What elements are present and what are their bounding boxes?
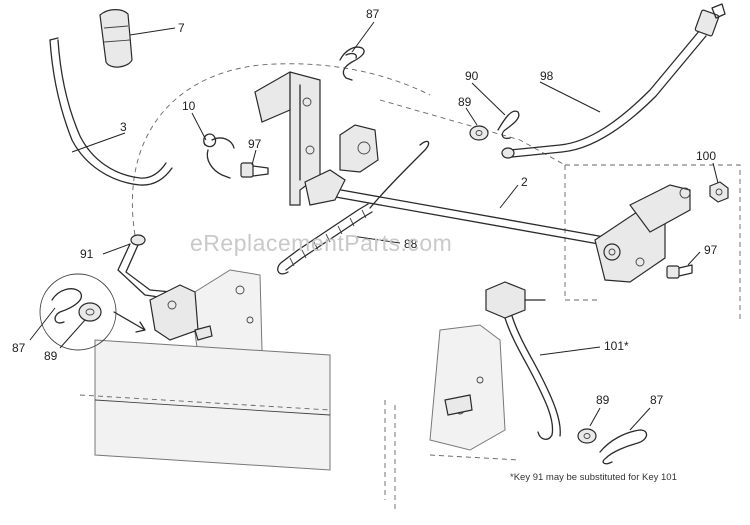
part-89-washer-lower <box>577 428 597 444</box>
deck-left <box>79 339 331 471</box>
callout-88: 88 <box>404 237 418 251</box>
callout-90: 90 <box>465 69 479 83</box>
callout-100: 100 <box>696 149 716 163</box>
callout-87-lower: 87 <box>650 393 664 407</box>
leader-lines <box>29 21 719 431</box>
part-10-spring <box>203 133 235 179</box>
callout-89-lower: 89 <box>596 393 610 407</box>
part-89-washer-upper <box>469 125 489 141</box>
part-97-bolt-upper <box>240 162 269 178</box>
part-87-hairpin-upper <box>339 46 365 81</box>
bracket-left <box>149 269 263 371</box>
footnote: *Key 91 may be substituted for Key 101 <box>510 472 677 483</box>
part-100-nut <box>709 181 729 203</box>
callout-101: 101* <box>604 339 629 353</box>
guide-arc <box>131 63 431 236</box>
callout-2: 2 <box>521 175 528 189</box>
part-98-rod <box>501 3 726 159</box>
watermark: eReplacementParts.com <box>190 230 453 256</box>
callout-3: 3 <box>120 120 127 134</box>
part-3-lever-rod <box>49 37 173 186</box>
detail-circle <box>39 273 146 351</box>
callout-7: 7 <box>178 21 185 35</box>
part-87-hairpin-lower <box>599 429 648 465</box>
bracket-right <box>594 184 691 283</box>
part-2-cross-shaft <box>304 169 611 247</box>
part-101-rod <box>485 281 561 440</box>
callout-91: 91 <box>80 247 94 261</box>
guide-line-upper <box>379 99 566 166</box>
bracket-lower-right <box>384 324 521 510</box>
callout-97-lower: 97 <box>704 243 718 257</box>
bracket-center <box>254 71 379 206</box>
callout-98: 98 <box>540 69 554 83</box>
callout-89-upper: 89 <box>458 95 472 109</box>
part-7-grip <box>99 9 133 68</box>
guide-line-right-lower <box>564 165 600 301</box>
part-90-hairpin <box>497 110 520 140</box>
guide-line-right <box>565 164 741 320</box>
callout-97-upper: 97 <box>248 137 262 151</box>
callout-87-top: 87 <box>366 7 380 21</box>
callout-89-left: 89 <box>44 349 58 363</box>
callouts: 7 87 3 10 97 90 98 89 100 2 88 91 97 87 … <box>12 7 718 407</box>
callout-10: 10 <box>182 99 196 113</box>
callout-87-left: 87 <box>12 341 26 355</box>
part-88-spring <box>277 140 430 275</box>
part-97-bolt-lower <box>666 264 693 279</box>
